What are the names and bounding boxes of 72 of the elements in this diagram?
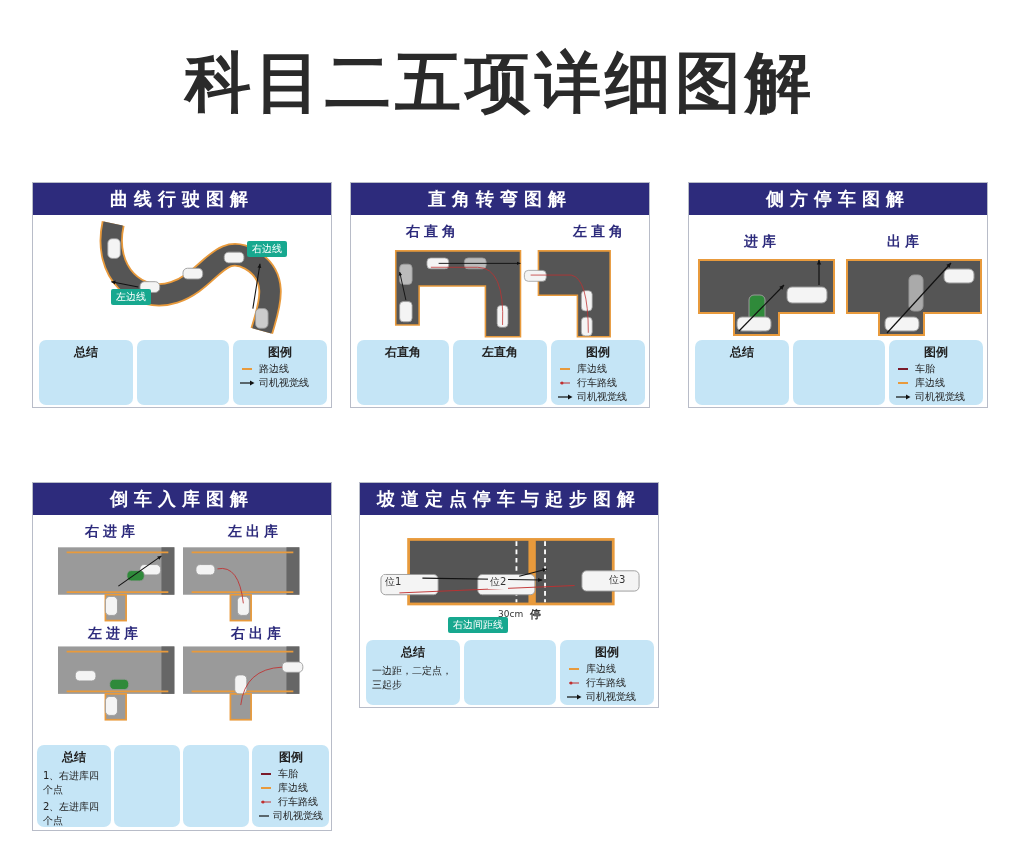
card-heading: 图例 xyxy=(277,749,304,766)
section-heading: 右出库 xyxy=(231,625,285,643)
legend-label: 行车路线 xyxy=(278,795,318,808)
legend-label: 库边线 xyxy=(586,662,616,675)
legend-card xyxy=(560,640,654,705)
card-heading: 总结 xyxy=(399,644,426,661)
summary-card xyxy=(357,340,449,405)
note-card xyxy=(464,640,556,705)
legend-label: 司机视觉线 xyxy=(915,390,965,403)
legend-card xyxy=(233,340,327,405)
section-heading: 出库 xyxy=(887,233,923,251)
card-heading: 右直角 xyxy=(384,344,422,361)
legend-label: 司机视觉线 xyxy=(577,390,627,403)
car-label: 位3 xyxy=(607,573,628,587)
stop-label: 停 xyxy=(530,607,541,622)
legend-card xyxy=(889,340,983,405)
summary-card xyxy=(695,340,789,405)
card-text: 一边距，二定点，三起步 xyxy=(372,664,453,692)
page-title: 科目二五项详细图解 xyxy=(185,43,815,123)
distance-label: 30cm xyxy=(498,609,524,619)
panel-title: 倒车入库图解 xyxy=(33,483,331,515)
panel xyxy=(32,182,332,408)
legend-label: 路边线 xyxy=(259,362,289,375)
section-heading: 右直角 xyxy=(406,223,460,241)
panel xyxy=(688,182,988,408)
summary-card xyxy=(366,640,460,705)
car-label: 位1 xyxy=(383,575,404,589)
note-card xyxy=(137,340,229,405)
panel-title: 坡道定点停车与起步图解 xyxy=(360,483,658,515)
road-label: 右边间距线 xyxy=(448,617,508,633)
legend-label: 车胎 xyxy=(915,362,935,375)
note-card xyxy=(793,340,885,405)
car-label: 位2 xyxy=(488,575,509,589)
summary-card xyxy=(39,340,133,405)
legend-label: 行车路线 xyxy=(586,676,626,689)
legend-label: 车胎 xyxy=(278,767,298,780)
summary-card xyxy=(37,745,111,827)
legend-card xyxy=(252,745,329,827)
panel xyxy=(350,182,650,408)
card-text: 2、左进库四个点 xyxy=(43,800,101,828)
card-heading: 总结 xyxy=(60,749,87,766)
card-heading: 总结 xyxy=(72,344,99,361)
road-label: 右边线 xyxy=(247,241,287,257)
note-card xyxy=(114,745,180,827)
legend-card xyxy=(551,340,645,405)
panel-title: 直角转弯图解 xyxy=(351,183,649,215)
note-card xyxy=(183,745,249,827)
section-heading: 左直角 xyxy=(573,223,627,241)
legend-label: 库边线 xyxy=(915,376,945,389)
legend-label: 库边线 xyxy=(278,781,308,794)
panel xyxy=(32,482,332,831)
section-heading: 进库 xyxy=(744,233,780,251)
legend-label: 司机视觉线 xyxy=(586,690,636,703)
legend-label: 库边线 xyxy=(577,362,607,375)
section-heading: 左进库 xyxy=(88,625,142,643)
section-heading: 左出库 xyxy=(228,523,282,541)
panel-title: 侧方停车图解 xyxy=(689,183,987,215)
panel-title: 曲线行驶图解 xyxy=(33,183,331,215)
card-heading: 总结 xyxy=(728,344,755,361)
legend-label: 司机视觉线 xyxy=(273,809,323,822)
legend-label: 行车路线 xyxy=(577,376,617,389)
card-heading: 图例 xyxy=(923,344,949,361)
road-label: 左边线 xyxy=(111,289,151,305)
section-heading: 右进库 xyxy=(85,523,139,541)
card-text: 1、右进库四个点 xyxy=(43,769,101,797)
card-heading: 左直角 xyxy=(481,344,519,361)
card-heading: 图例 xyxy=(267,344,293,361)
card-heading: 图例 xyxy=(585,344,611,361)
panel xyxy=(359,482,659,708)
legend-label: 司机视觉线 xyxy=(259,376,309,389)
card-heading: 图例 xyxy=(594,644,620,661)
summary-card xyxy=(453,340,547,405)
